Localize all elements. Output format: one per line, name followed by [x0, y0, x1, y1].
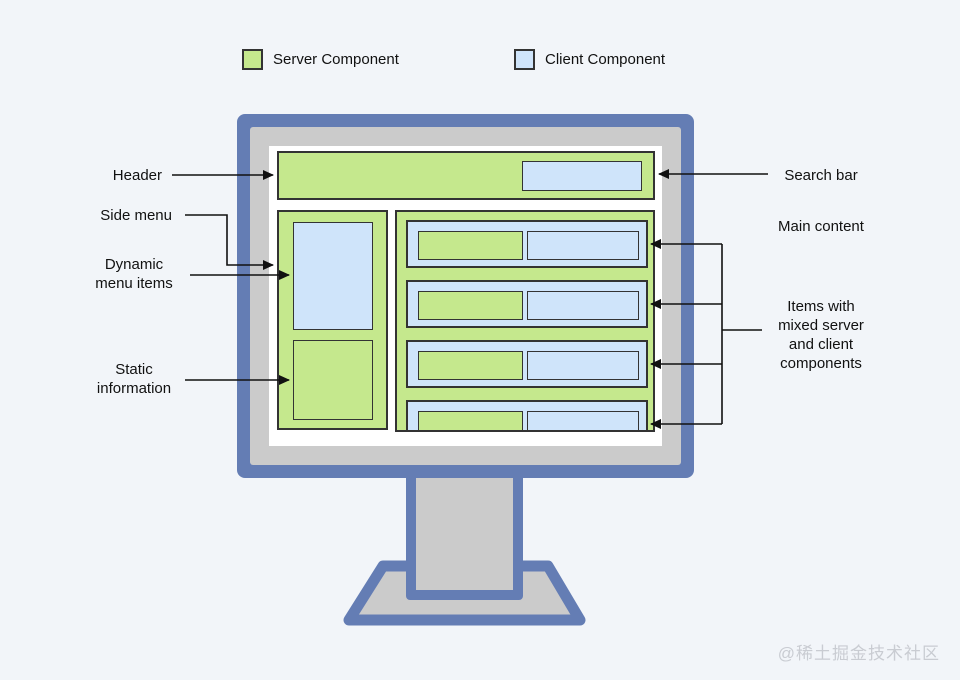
row-server-part [418, 291, 523, 320]
items-label-line: components [780, 355, 862, 372]
monitor-stand-neck [406, 468, 523, 600]
legend-item-client: Client Component [514, 48, 665, 70]
items-label-line: and client [788, 336, 854, 353]
main-content [395, 210, 655, 432]
search-bar-label: Search bar [784, 167, 858, 184]
app-header [277, 151, 655, 200]
row-client-part [527, 351, 639, 380]
monitor-screen [269, 146, 662, 446]
items-mixed-label: Items with mixed server and client compo… [751, 297, 891, 373]
list-item-row [406, 220, 648, 268]
dynamic-menu-items-label: Dynamic menu items [64, 255, 204, 293]
row-server-part [418, 411, 523, 430]
side-menu-label: Side menu [100, 207, 172, 224]
watermark: @稀土掘金技术社区 [777, 644, 940, 663]
monitor-bezel [250, 127, 681, 465]
row-server-part [418, 231, 523, 260]
side-menu [277, 210, 388, 430]
header-label: Header [112, 167, 162, 184]
monitor-frame [237, 114, 694, 478]
items-label-line: mixed server [778, 317, 864, 334]
static-information [293, 340, 373, 420]
static-label-line: Static [115, 361, 153, 378]
main-content-label: Main content [778, 218, 864, 235]
static-label-line: information [96, 380, 172, 397]
list-item-row-clipped [406, 400, 648, 430]
server-swatch-icon [242, 48, 263, 70]
search-bar [522, 161, 642, 191]
list-item-row [406, 280, 648, 328]
static-information-label: Static information [64, 360, 204, 398]
list-item-row [406, 340, 648, 388]
dynamic-menu-items [293, 222, 373, 330]
legend-client-label: Client Component [545, 50, 666, 68]
client-swatch-icon [514, 48, 535, 70]
dynamic-label-line: menu items [95, 275, 173, 292]
dynamic-label-line: Dynamic [104, 256, 164, 273]
row-client-part [527, 231, 639, 260]
row-server-part [418, 351, 523, 380]
legend-item-server: Server Component [242, 48, 399, 70]
row-client-part [527, 411, 639, 430]
row-client-part [527, 291, 639, 320]
items-label-line: Items with [787, 298, 855, 315]
legend-server-label: Server Component [273, 50, 399, 68]
